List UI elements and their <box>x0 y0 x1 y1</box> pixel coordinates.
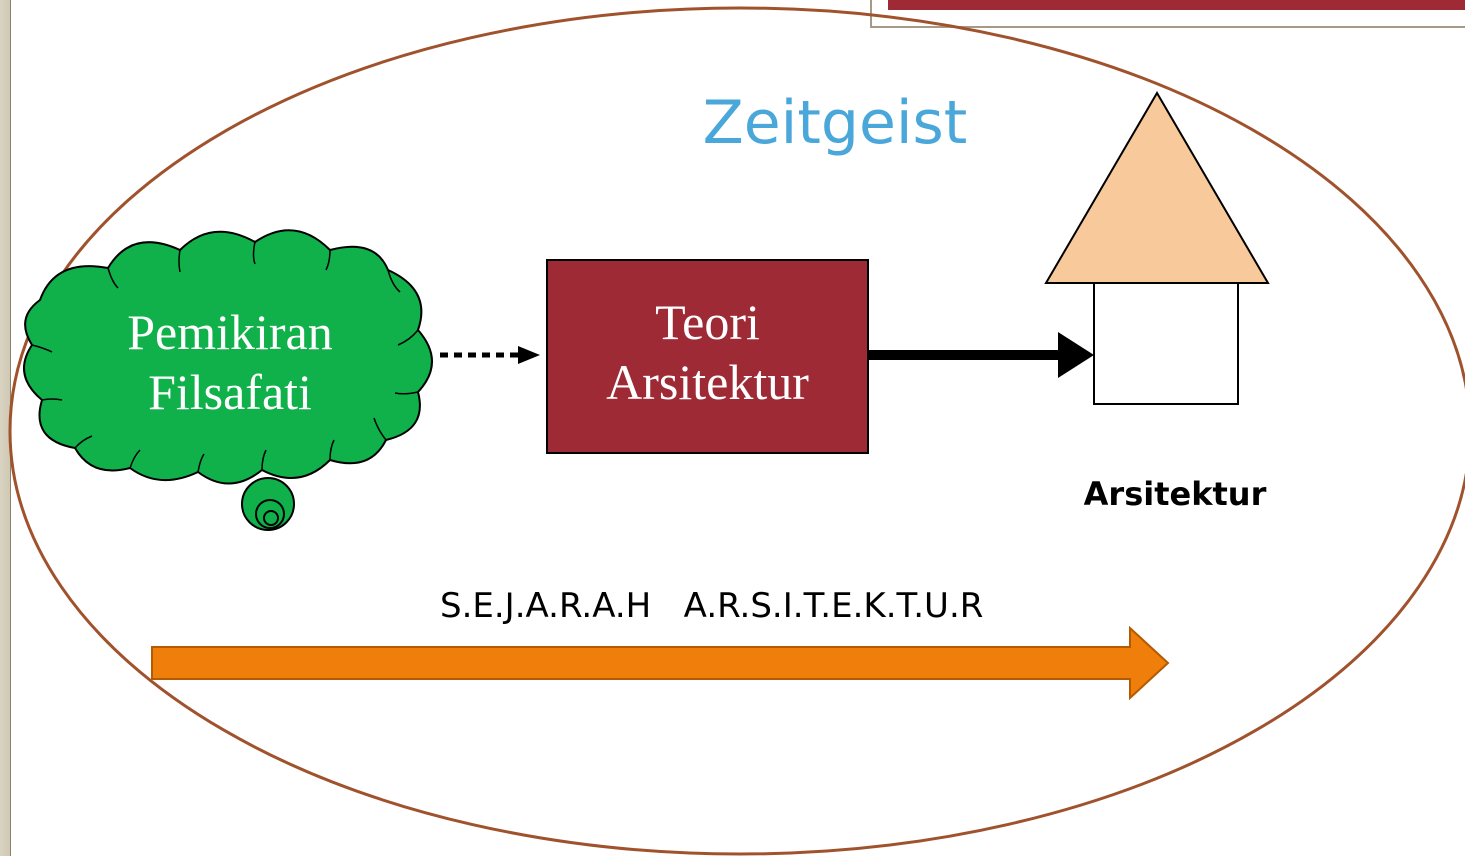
house-icon <box>1044 91 1270 405</box>
cloud-label: Pemikiran Filsafati <box>60 302 400 422</box>
thought-cloud-icon <box>23 229 433 531</box>
theory-box-line1: Teori <box>655 294 760 350</box>
dotted-arrow <box>440 346 540 364</box>
cloud-label-line2: Filsafati <box>148 364 312 420</box>
theory-box-line2: Arsitektur <box>606 354 809 410</box>
theory-box-label: Teori Arsitektur <box>547 292 868 412</box>
house-label: Arsitektur <box>1083 475 1267 513</box>
diagram-title: Zeitgeist <box>702 88 968 158</box>
cloud-label-line1: Pemikiran <box>127 304 333 360</box>
title-placeholder-box <box>870 0 1465 28</box>
theory-box <box>546 259 869 454</box>
timeline-label: S.E.J.A.R.A.H A.R.S.I.T.E.K.T.U.R <box>440 586 984 626</box>
solid-arrow <box>868 332 1094 378</box>
zeitgeist-ellipse <box>8 6 1465 856</box>
timeline-arrow <box>151 625 1170 701</box>
title-accent-bar <box>888 0 1465 10</box>
